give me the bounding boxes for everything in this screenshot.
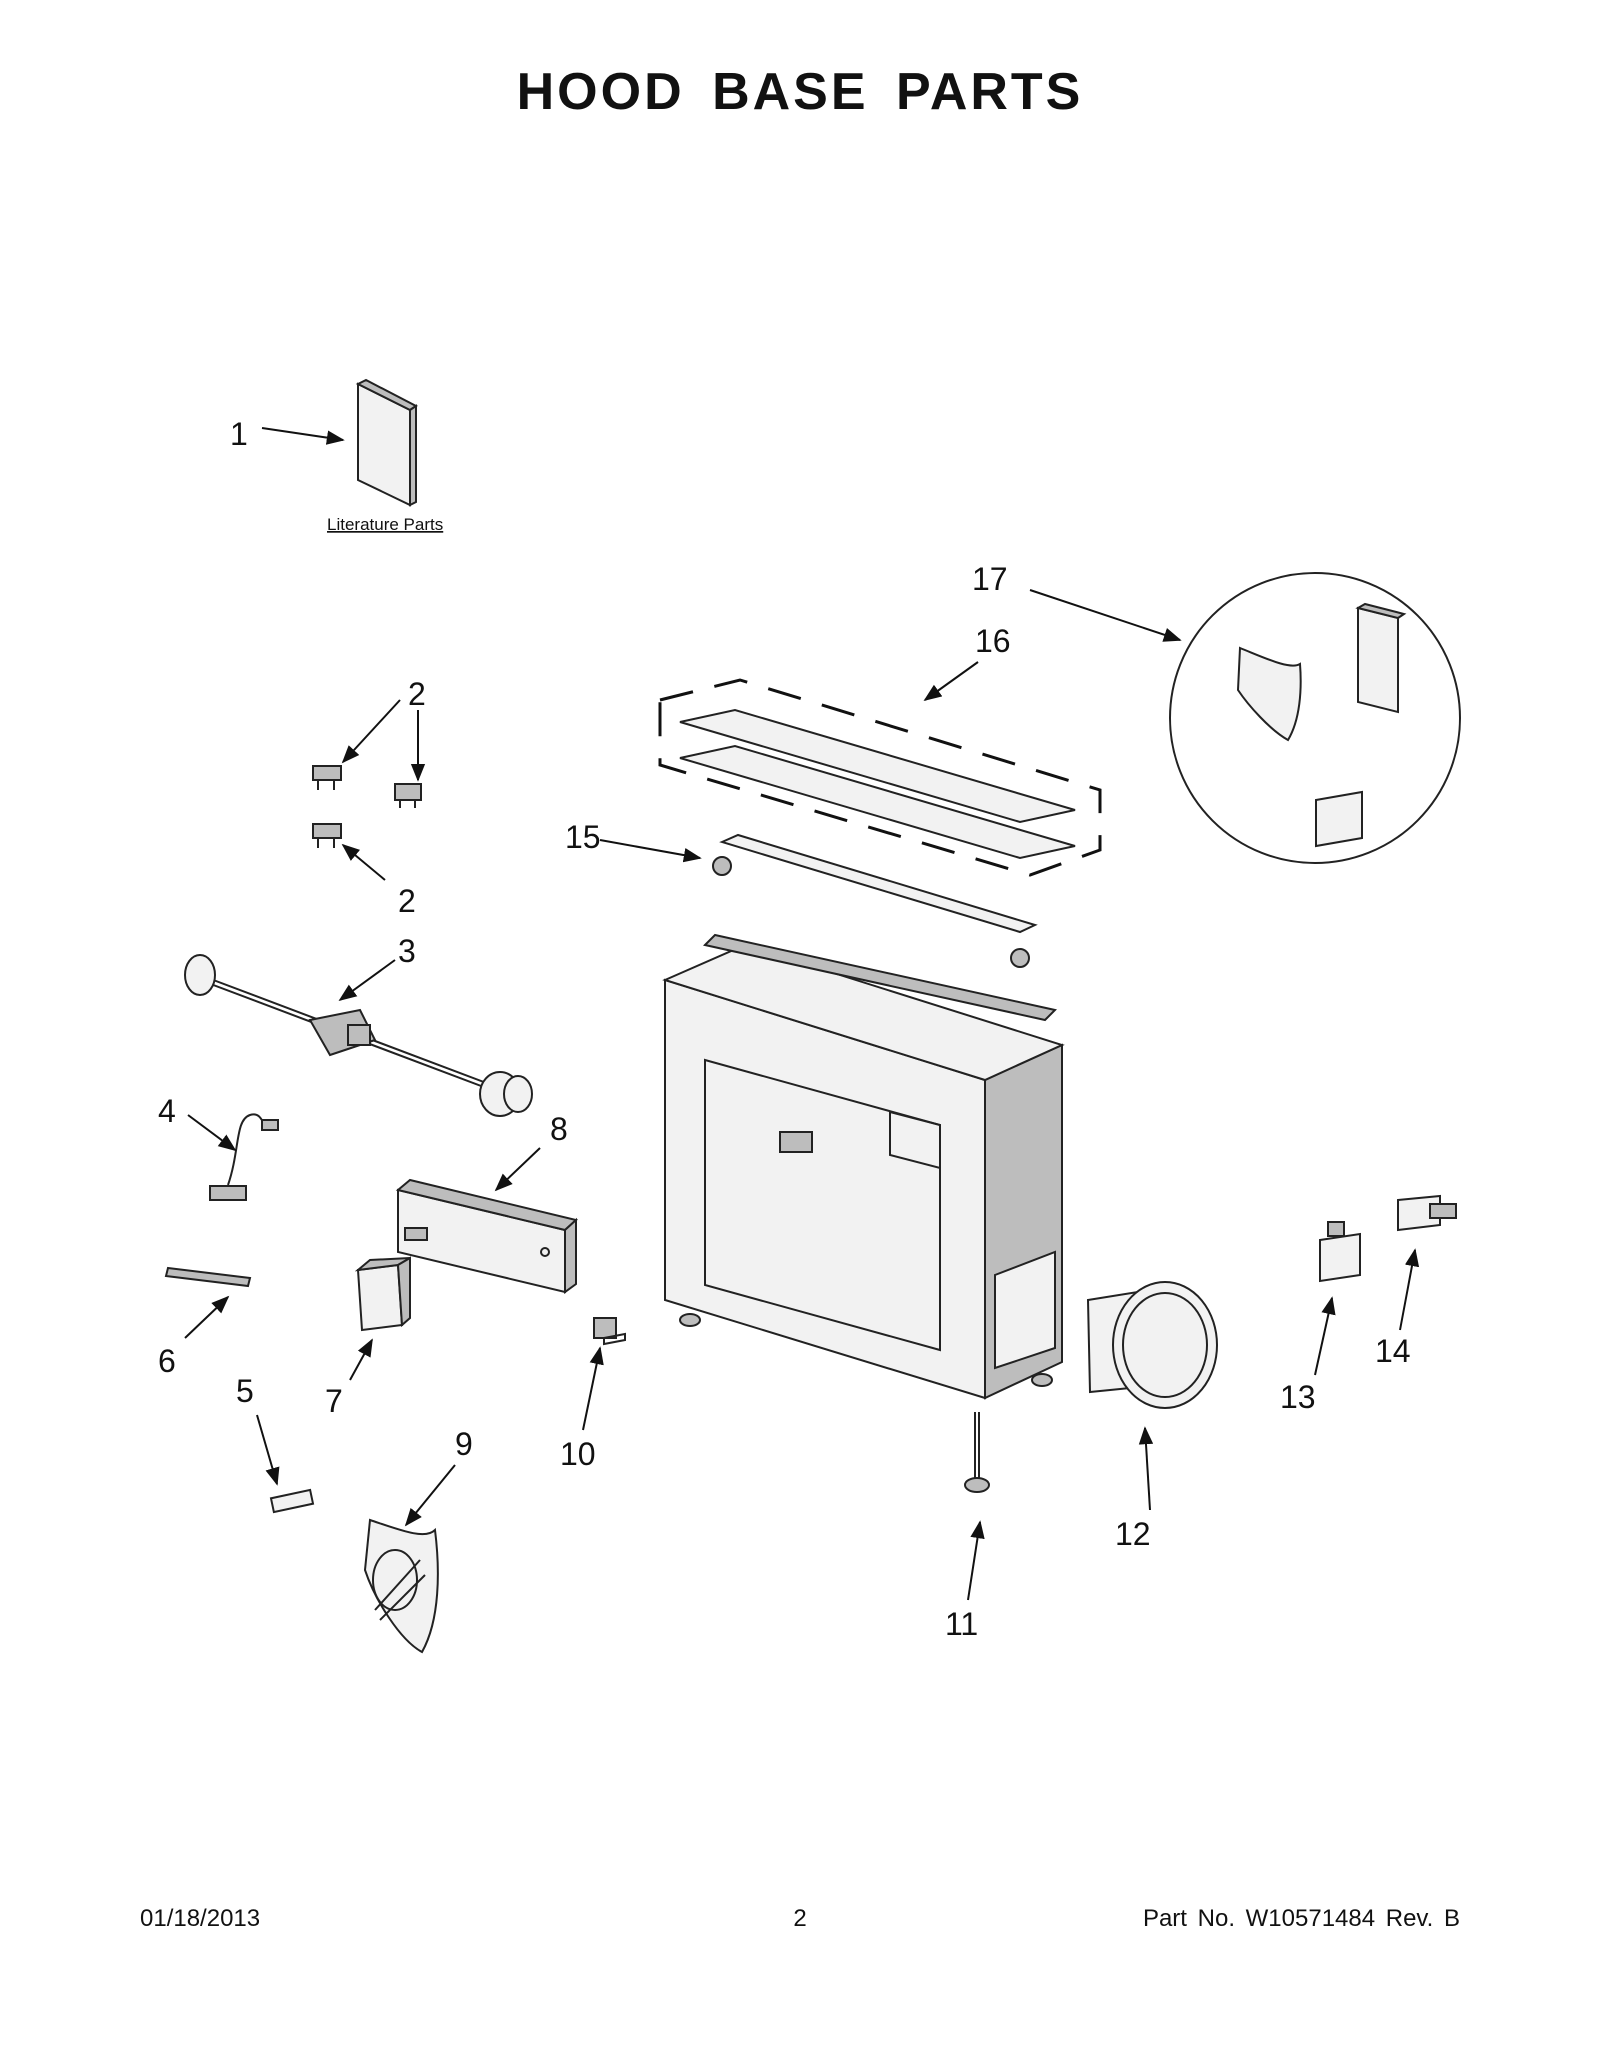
- leader-16: [923, 661, 979, 702]
- leader-7: [349, 1338, 373, 1381]
- callout-14: 14: [1375, 1333, 1411, 1369]
- part-2-switch-c[interactable]: [312, 823, 342, 848]
- leader-2a: [341, 699, 401, 764]
- part-3-shaft-assembly[interactable]: [184, 954, 533, 1117]
- part-9-blower-wheel[interactable]: [363, 1518, 439, 1654]
- part-8-control-box[interactable]: [395, 1178, 579, 1294]
- leader-11: [967, 1520, 985, 1601]
- leader-15: [599, 839, 702, 863]
- leader-4: [187, 1114, 237, 1152]
- callout-10: 10: [560, 1436, 596, 1472]
- footer-part-number: Part No. W10571484 Rev. B: [1142, 1905, 1460, 1932]
- callout-5: 5: [236, 1373, 254, 1409]
- part-5-fuse[interactable]: [269, 1488, 315, 1514]
- leader-6: [184, 1295, 230, 1339]
- part-2-switch-b[interactable]: [394, 783, 422, 808]
- part-6-bracket-strip[interactable]: [164, 1266, 252, 1288]
- callout-3: 3: [398, 933, 416, 969]
- literature-parts-label: Literature Parts: [327, 515, 443, 534]
- footer-page-number: 2: [793, 1905, 807, 1932]
- callout-13: 13: [1280, 1379, 1316, 1415]
- leader-2c: [341, 843, 386, 881]
- part-7-capacitor[interactable]: [354, 1256, 411, 1332]
- callout-4: 4: [158, 1093, 176, 1129]
- callout-8: 8: [550, 1111, 568, 1147]
- leader-12: [1138, 1426, 1154, 1511]
- part-17-hardware-kit[interactable]: [1169, 572, 1461, 864]
- part-15-rail-rollers[interactable]: [712, 833, 1038, 968]
- callout-1: 1: [230, 416, 248, 452]
- leader-3: [338, 959, 396, 1002]
- hood-base-housing[interactable]: [662, 933, 1065, 1400]
- part-1-literature-booklet[interactable]: [355, 378, 418, 507]
- callout-12: 12: [1115, 1516, 1151, 1552]
- callout-2-top: 2: [408, 676, 426, 712]
- leader-9: [404, 1464, 456, 1527]
- leader-17: [1029, 589, 1182, 642]
- footer-date: 01/18/2013: [140, 1905, 261, 1932]
- part-2-switch-a[interactable]: [312, 765, 342, 790]
- part-4-sensor-harness[interactable]: [209, 1113, 279, 1201]
- page-title: HOOD BASE PARTS: [516, 63, 1084, 121]
- leader-14: [1399, 1248, 1420, 1331]
- callout-11: 11: [945, 1606, 978, 1642]
- part-14-terminal-block[interactable]: [1397, 1194, 1457, 1232]
- callout-2-bottom: 2: [398, 883, 416, 919]
- leader-1: [261, 427, 345, 445]
- callout-17: 17: [972, 561, 1008, 597]
- part-11-leveling-leg[interactable]: [964, 1412, 990, 1493]
- leader-13: [1314, 1296, 1336, 1376]
- leader-10: [582, 1346, 604, 1431]
- callout-9: 9: [455, 1426, 473, 1462]
- callout-15: 15: [565, 819, 601, 855]
- leader-5: [256, 1414, 280, 1486]
- part-12-duct-transition[interactable]: [1086, 1281, 1218, 1409]
- leader-8: [494, 1147, 541, 1192]
- callout-6: 6: [158, 1343, 176, 1379]
- part-16-gasket-set[interactable]: [658, 678, 1102, 877]
- callout-7: 7: [325, 1383, 343, 1419]
- part-10-door-switch[interactable]: [593, 1317, 626, 1346]
- callout-16: 16: [975, 623, 1011, 659]
- part-13-thermostat[interactable]: [1319, 1221, 1361, 1283]
